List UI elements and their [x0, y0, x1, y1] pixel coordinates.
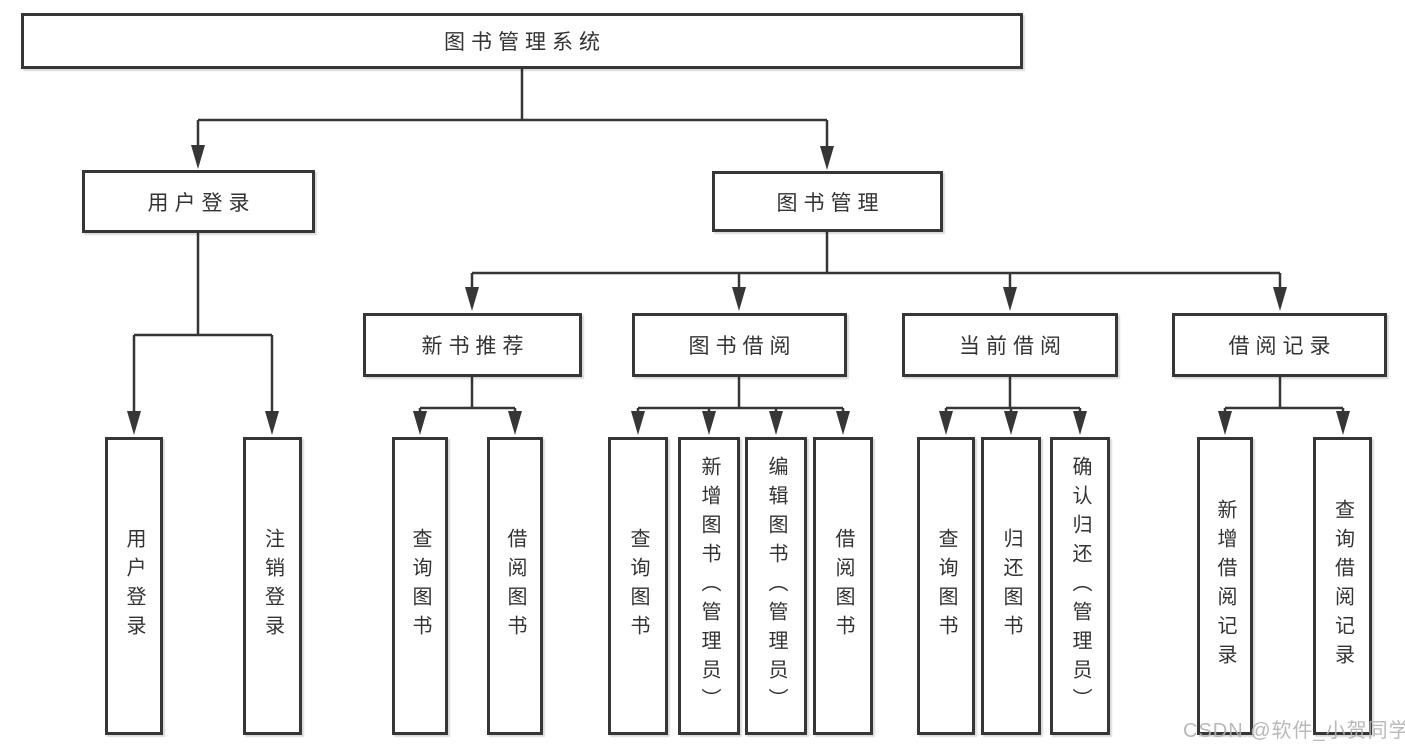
connector-user-login-children	[127, 233, 279, 435]
connector-new-book-children	[413, 377, 522, 435]
leaf-add-books-admin-label: 新增图书（管理员）	[698, 455, 720, 717]
node-book-management-label: 图书管理	[776, 191, 885, 215]
node-root-label: 图书管理系统	[444, 31, 606, 54]
connector-current-borrow-children	[939, 377, 1087, 435]
leaf-edit-books-admin-label: 编辑图书（管理员）	[765, 455, 787, 717]
leaf-return-books: 归还图书	[981, 437, 1041, 735]
leaf-return-books-label: 归还图书	[1000, 528, 1022, 644]
leaf-borrow-books-recommend: 借阅图书	[487, 437, 543, 735]
leaf-query-books-current: 查询图书	[917, 437, 975, 735]
node-book-management: 图书管理	[712, 171, 943, 232]
leaf-add-borrow-record-label: 新增借阅记录	[1214, 499, 1236, 673]
leaf-query-borrow-record-label: 查询借阅记录	[1331, 499, 1354, 673]
leaf-add-borrow-record: 新增借阅记录	[1197, 437, 1253, 735]
node-current-borrowing: 当前借阅	[902, 313, 1118, 377]
leaf-query-books-borrow-label: 查询图书	[627, 528, 649, 644]
leaf-borrow-books: 借阅图书	[813, 437, 873, 735]
leaf-borrow-books-recommend-label: 借阅图书	[504, 528, 526, 644]
leaf-query-borrow-record: 查询借阅记录	[1313, 437, 1372, 735]
leaf-confirm-return-admin: 确认归还（管理员）	[1050, 437, 1110, 735]
leaf-query-books-recommend: 查询图书	[392, 437, 448, 735]
node-root-system: 图书管理系统	[21, 13, 1023, 69]
leaf-query-books-recommend-label: 查询图书	[409, 528, 431, 644]
leaf-user-login-label: 用户登录	[123, 528, 145, 644]
leaf-user-login: 用户登录	[105, 437, 163, 735]
leaf-logout: 注销登录	[243, 437, 302, 735]
leaf-logout-label: 注销登录	[261, 528, 284, 644]
node-borrowing-records: 借阅记录	[1172, 313, 1387, 377]
node-user-login: 用户登录	[82, 170, 315, 233]
leaf-add-books-admin: 新增图书（管理员）	[678, 437, 740, 735]
leaf-edit-books-admin: 编辑图书（管理员）	[745, 437, 807, 735]
leaf-query-books-current-label: 查询图书	[935, 528, 957, 644]
node-book-borrowing: 图书借阅	[632, 313, 847, 377]
node-current-borrowing-label: 当前借阅	[959, 335, 1067, 358]
node-book-borrowing-label: 图书借阅	[688, 335, 797, 358]
connector-borrow-records-children	[1218, 377, 1350, 435]
node-borrowing-records-label: 借阅记录	[1228, 335, 1337, 358]
csdn-watermark: CSDN @软件_小贺同学	[1183, 720, 1405, 742]
node-user-login-label: 用户登录	[147, 191, 256, 215]
leaf-query-books-borrow: 查询图书	[608, 437, 668, 735]
connector-book-management-children	[465, 232, 1287, 311]
connector-root-to-level2	[191, 69, 834, 170]
node-new-book-recommend: 新书推荐	[363, 313, 582, 377]
node-new-book-recommend-label: 新书推荐	[421, 335, 530, 358]
leaf-confirm-return-admin-label: 确认归还（管理员）	[1069, 455, 1091, 717]
leaf-borrow-books-label: 借阅图书	[832, 528, 854, 644]
connector-book-borrow-children	[631, 377, 850, 435]
